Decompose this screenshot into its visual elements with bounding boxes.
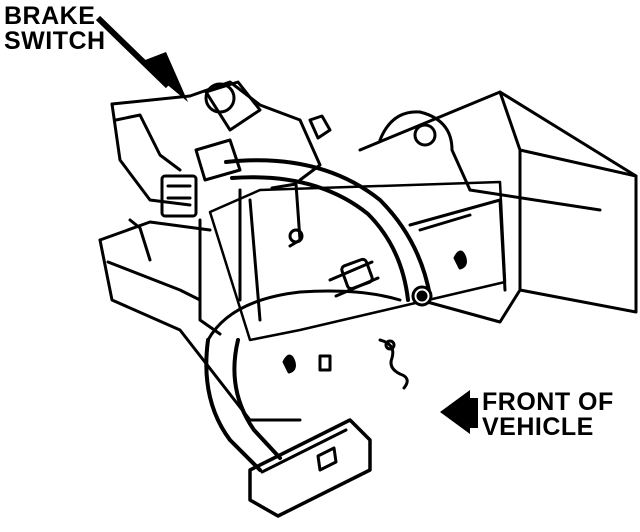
front-of-vehicle-label-line1: FRONT OF	[482, 388, 614, 416]
brake-pedal-arm	[204, 158, 433, 472]
brake-switch-arrow	[95, 15, 188, 102]
firewall-bracket	[358, 90, 638, 324]
pushrod-assembly	[328, 257, 409, 390]
mounting-plate	[208, 180, 507, 374]
brake-switch	[160, 80, 262, 218]
front-of-vehicle-label: FRONT OF VEHICLE	[482, 390, 614, 440]
dash-support-frame	[98, 80, 322, 422]
brake-switch-label-line1: BRAKE	[4, 2, 96, 30]
spring-and-bracket-detail	[238, 114, 332, 322]
brake-switch-label: BRAKE SWITCH	[4, 4, 106, 54]
brake-pedal-pad	[248, 418, 372, 518]
brake-switch-label-line2: SWITCH	[4, 27, 106, 55]
front-of-vehicle-label-line2: VEHICLE	[482, 413, 594, 441]
front-direction-arrow	[440, 390, 478, 434]
